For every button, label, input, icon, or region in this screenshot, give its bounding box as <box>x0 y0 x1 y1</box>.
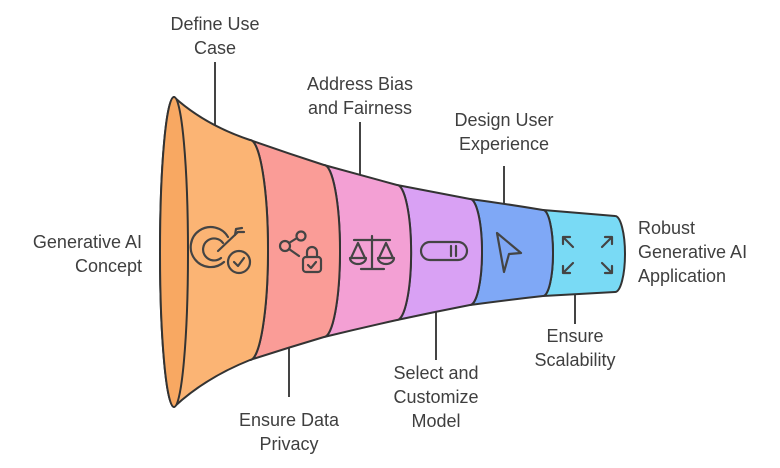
stage-label-scalability: Ensure Scalability <box>534 326 616 370</box>
cursor-icon <box>495 231 523 274</box>
stage-label-select-model: Select and Customize Model <box>393 363 479 431</box>
target-check-icon <box>189 225 252 275</box>
funnel-rim <box>159 96 189 408</box>
scale-icon <box>348 234 396 271</box>
stage-label-design-ux: Design User Experience <box>454 110 554 154</box>
toggle-icon <box>419 240 469 262</box>
input-label: Generative AI Concept <box>32 232 142 276</box>
stage-label-define-use-case: Define Use Case <box>170 14 260 58</box>
output-label: Robust Generative AI Application <box>638 218 748 286</box>
stage-label-ensure-data-privacy: Ensure Data Privacy <box>238 410 340 454</box>
stage-6-segment <box>542 209 626 297</box>
expand-icon <box>561 235 614 275</box>
stage-label-address-bias: Address Bias and Fairness <box>306 74 414 118</box>
share-lock-icon <box>278 230 323 274</box>
